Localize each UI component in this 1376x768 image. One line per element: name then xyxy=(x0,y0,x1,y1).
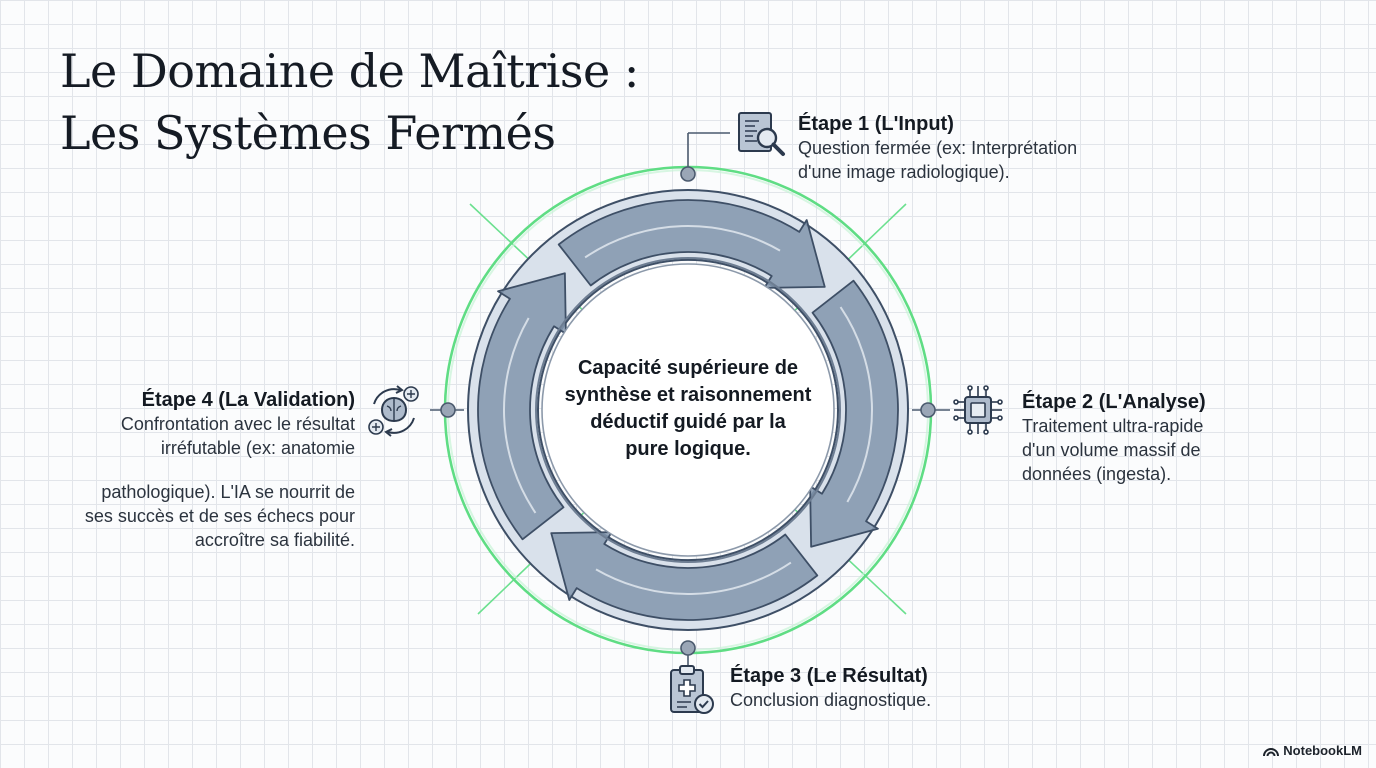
brain-cycle-icon xyxy=(368,385,419,437)
center-text-line: déductif guidé par la xyxy=(590,411,786,433)
document-magnifier-icon xyxy=(738,112,785,156)
step-4: Étape 4 (La Validation) Confrontation av… xyxy=(30,388,355,552)
cycle-arrow-highlight xyxy=(839,306,873,503)
step-1-text-line: d'une image radiologique). xyxy=(798,162,1010,182)
inner-ring-line xyxy=(535,257,841,563)
step-1-text-line: Question fermée (ex: Interprétation xyxy=(798,138,1078,158)
title-line-1: Le Domaine de Maîtrise : xyxy=(60,44,639,98)
center-disc xyxy=(541,263,835,557)
step-1-title: Étape 1 (L'Input) xyxy=(798,113,954,135)
cycle-arrow-highlight xyxy=(503,317,537,514)
step-1: Étape 1 (L'Input) Question fermée (ex: I… xyxy=(798,112,1158,184)
step-2: Étape 2 (L'Analyse) Traitement ultra-rap… xyxy=(1022,390,1322,486)
step-4-text-line: pathologique). L'IA se nourrit de xyxy=(101,482,355,502)
step-4-text-line: ses succès et de ses échecs pour xyxy=(84,506,355,526)
step-3-title: Étape 3 (Le Résultat) xyxy=(730,665,928,687)
center-statement: Capacité supérieure de synthèse et raiso… xyxy=(538,355,838,463)
step-3: Étape 3 (Le Résultat) Conclusion diagnos… xyxy=(730,664,1050,712)
brand-label: NotebookLM xyxy=(1283,743,1362,758)
cycle-arrows xyxy=(477,199,899,621)
outer-ring xyxy=(466,189,910,631)
step-4-text-line: irréfutable (ex: anatomie xyxy=(160,438,355,458)
connector-dots xyxy=(440,166,936,656)
step-2-text-line: données (ingesta). xyxy=(1022,464,1172,484)
cycle-arrow-3 xyxy=(550,531,819,621)
step-4-title: Étape 4 (La Validation) xyxy=(141,389,355,411)
medical-clipboard-icon xyxy=(670,665,714,714)
cycle-arrow-4 xyxy=(477,272,567,541)
center-text-line: pure logique. xyxy=(625,438,751,460)
notebooklm-logo-icon xyxy=(1263,747,1280,756)
center-text-line: Capacité supérieure de xyxy=(577,357,799,379)
center-text-line: synthèse et raisonnement xyxy=(564,384,812,406)
cycle-arrow-2 xyxy=(809,279,899,548)
cycle-arrow-highlight xyxy=(595,561,792,595)
page-title: Le Domaine de Maîtrise : Les Systèmes Fe… xyxy=(60,40,639,164)
cycle-arrow-1 xyxy=(557,199,826,289)
notebooklm-brand: NotebookLM xyxy=(1263,743,1362,758)
processor-chip-icon xyxy=(953,385,1003,435)
step-4-text-line: accroître sa fiabilité. xyxy=(194,530,355,550)
step-2-title: Étape 2 (L'Analyse) xyxy=(1022,391,1206,413)
step-4-text-line: Confrontation avec le résultat xyxy=(120,414,355,434)
step-3-text-line: Conclusion diagnostique. xyxy=(730,690,932,710)
cycle-arrow-highlight xyxy=(584,225,781,259)
title-line-2: Les Systèmes Fermés xyxy=(60,106,556,160)
step-2-text-line: Traitement ultra-rapide xyxy=(1022,416,1204,436)
step-2-text-line: d'un volume massif de xyxy=(1022,440,1201,460)
